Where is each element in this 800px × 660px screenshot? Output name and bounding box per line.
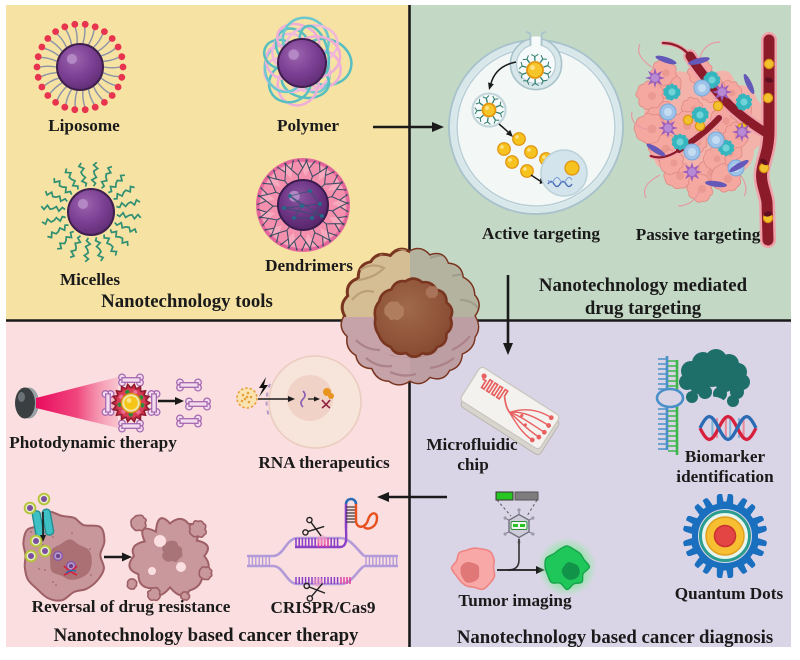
svg-text:Nanotechnology mediated: Nanotechnology mediated (539, 275, 748, 296)
svg-text:Quantum Dots: Quantum Dots (675, 584, 784, 603)
svg-text:Liposome: Liposome (48, 116, 120, 135)
svg-text:Dendrimers: Dendrimers (265, 256, 353, 275)
svg-text:Polymer: Polymer (277, 116, 339, 135)
svg-text:drug targeting: drug targeting (585, 298, 702, 319)
svg-text:Tumor imaging: Tumor imaging (458, 591, 572, 610)
svg-text:Nanotechnology based cancer di: Nanotechnology based cancer diagnosis (457, 627, 773, 648)
svg-text:identification: identification (676, 467, 774, 486)
svg-text:chip: chip (457, 455, 489, 474)
svg-text:Biomarker: Biomarker (685, 447, 766, 466)
svg-text:Nanotechnology tools: Nanotechnology tools (101, 291, 273, 312)
svg-text:Microfluidic: Microfluidic (426, 435, 518, 454)
svg-text:Micelles: Micelles (60, 270, 120, 289)
svg-text:CRISPR/Cas9: CRISPR/Cas9 (270, 598, 375, 617)
svg-text:Nanotechnology based cancer th: Nanotechnology based cancer therapy (54, 625, 359, 646)
svg-text:RNA therapeutics: RNA therapeutics (258, 453, 390, 472)
svg-text:Photodynamic therapy: Photodynamic therapy (9, 433, 177, 452)
svg-text:Passive targeting: Passive targeting (636, 225, 761, 244)
svg-text:Reversal of drug resistance: Reversal of drug resistance (32, 597, 231, 616)
svg-text:Active targeting: Active targeting (482, 224, 600, 243)
